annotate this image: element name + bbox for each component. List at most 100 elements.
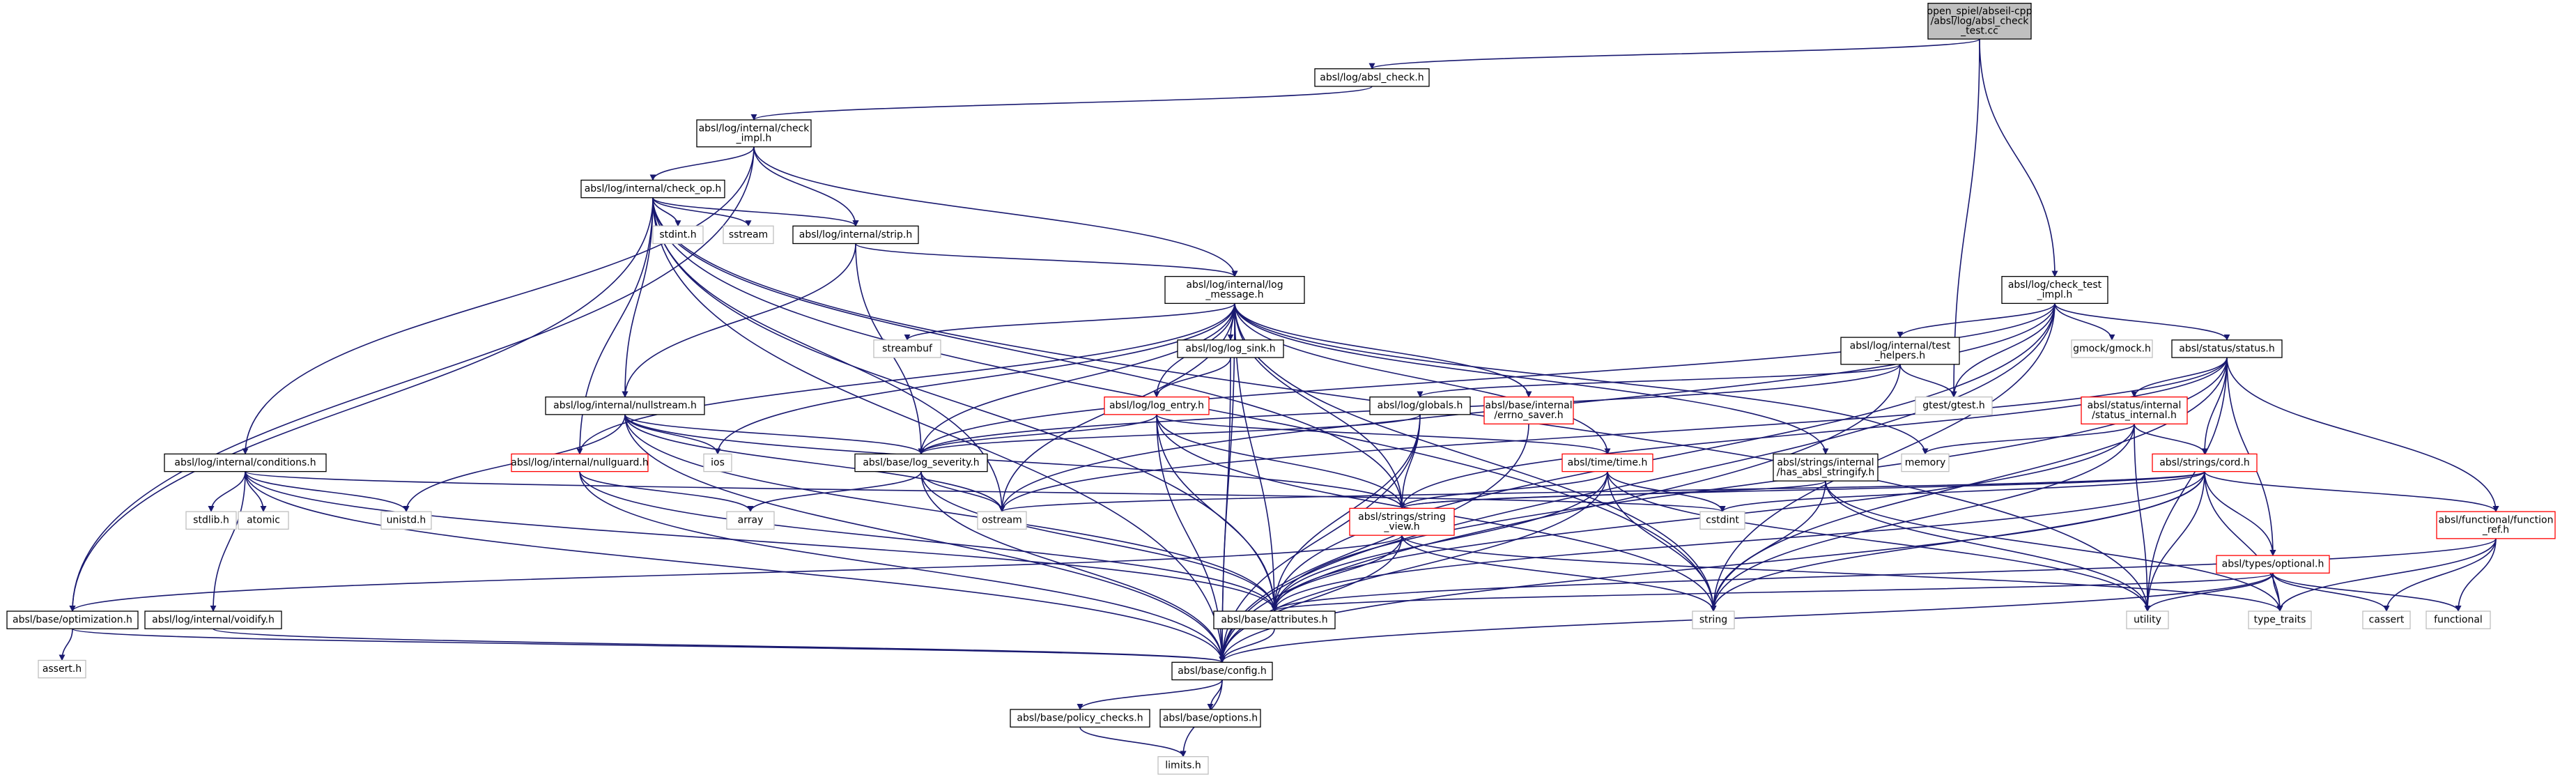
node-box-nullstream: [545, 396, 705, 415]
node-nullstream[interactable]: absl/log/internal/nullstream.h: [545, 396, 705, 415]
node-box-errno_saver: [1483, 396, 1574, 424]
edge-string_view-to-type_traits: [1401, 535, 2283, 612]
edge-has_stringify-to-utility: [1825, 481, 2151, 612]
node-label-strip-0: absl/log/internal/strip.h: [799, 229, 913, 240]
edges: [59, 38, 2499, 758]
edge-strip-to-log_message: [855, 243, 1238, 277]
node-box-ostream: [977, 511, 1027, 530]
node-cord[interactable]: absl/strings/cord.h: [2152, 453, 2258, 472]
node-label-function_ref-0: absl/functional/function: [2439, 514, 2554, 525]
edge-status_internal-to-memory: [1922, 423, 2135, 455]
edge-optional-to-cassert: [2272, 573, 2390, 612]
node-conditions[interactable]: absl/log/internal/conditions.h: [164, 453, 327, 472]
node-label-check_impl-0: absl/log/internal/check: [699, 123, 810, 134]
edge-nullstream-to-log_severity: [624, 414, 925, 455]
edge-log_message-to-memory: [1234, 303, 1929, 455]
edge-nullguard-to-array: [579, 471, 754, 513]
node-label-log_severity-0: absl/base/log_severity.h: [863, 457, 979, 468]
edge-globals-to-log_severity: [918, 414, 1421, 455]
node-log_sink[interactable]: absl/log/log_sink.h: [1177, 339, 1284, 358]
node-label-root-0: open_spiel/abseil-cpp: [1927, 6, 2033, 17]
node-label-string_view-0: absl/strings/string: [1358, 512, 1446, 523]
node-status[interactable]: absl/status/status.h: [2171, 339, 2283, 358]
edge-time-to-attributes: [1271, 471, 1608, 612]
node-label-atomic-0: atomic: [247, 515, 280, 526]
edge-check_test_impl-to-attributes: [1271, 303, 2056, 612]
node-errno_saver[interactable]: absl/base/internal/errno_saver.h: [1483, 396, 1574, 424]
node-options[interactable]: absl/base/options.h: [1159, 709, 1261, 728]
node-status_internal[interactable]: absl/status/internal/status_internal.h: [2081, 396, 2188, 424]
node-label-check_test_impl-0: absl/log/check_test: [2008, 279, 2102, 291]
node-box-sstream: [723, 225, 774, 245]
node-strip[interactable]: absl/log/internal/strip.h: [792, 225, 919, 245]
edge-root-to-absl_check: [1368, 38, 1980, 70]
node-globals[interactable]: absl/log/globals.h: [1369, 396, 1471, 415]
node-label-string_view-1: _view.h: [1383, 521, 1419, 532]
node-log_entry[interactable]: absl/log/log_entry.h: [1104, 396, 1210, 415]
node-label-globals-0: absl/log/globals.h: [1378, 400, 1463, 411]
node-optimization[interactable]: absl/base/optimization.h: [6, 610, 139, 629]
edge-status-to-attributes: [1271, 358, 2228, 612]
node-check_op[interactable]: absl/log/internal/check_op.h: [580, 179, 725, 199]
node-ostream: ostream: [977, 511, 1027, 530]
node-attributes[interactable]: absl/base/attributes.h: [1213, 610, 1336, 629]
edge-status-to-utility: [2144, 358, 2228, 612]
node-box-log_severity: [854, 453, 988, 472]
edge-function_ref-to-type_traits: [2276, 538, 2497, 612]
edge-nullstream-to-string_view: [624, 414, 1405, 509]
edge-log_entry-to-time: [1156, 414, 1611, 455]
edge-globals-to-attributes: [1271, 414, 1421, 612]
node-absl_check[interactable]: absl/log/absl_check.h: [1314, 68, 1430, 87]
node-time[interactable]: absl/time/time.h: [1561, 453, 1653, 472]
edge-log_message-to-has_stringify: [1234, 303, 1829, 455]
edge-conditions-to-unistd: [245, 471, 410, 513]
node-label-functional-0: functional: [2434, 615, 2483, 626]
node-box-utility: [2126, 610, 2169, 629]
edge-cord-to-cstdint: [1719, 470, 2205, 513]
edge-cord-to-type_traits: [2204, 471, 2283, 612]
node-has_stringify[interactable]: absl/strings/internal/has_absl_stringify…: [1773, 453, 1879, 482]
node-sstream: sstream: [723, 225, 774, 245]
node-nullguard[interactable]: absl/log/internal/nullguard.h: [511, 453, 649, 472]
node-check_test_impl[interactable]: absl/log/check_test_impl.h: [2001, 276, 2108, 305]
node-test_helpers[interactable]: absl/log/internal/test_helpers.h: [1840, 337, 1960, 365]
node-label-voidify-0: absl/log/internal/voidify.h: [152, 615, 275, 626]
node-label-has_stringify-1: /has_absl_stringify.h: [1777, 467, 1875, 478]
edge-absl_check-to-check_impl: [750, 86, 1373, 121]
edge-status-to-string_view: [1398, 358, 2228, 509]
node-label-policy_checks-0: absl/base/policy_checks.h: [1017, 713, 1143, 724]
node-config[interactable]: absl/base/config.h: [1171, 661, 1273, 681]
node-box-type_traits: [2248, 610, 2312, 629]
node-box-test_helpers: [1840, 337, 1960, 365]
edge-optional-to-attributes: [1271, 572, 2274, 612]
edge-check_op-to-sstream: [652, 197, 752, 227]
node-label-ostream-0: ostream: [982, 515, 1022, 526]
node-label-optional-0: absl/types/optional.h: [2222, 559, 2324, 570]
node-box-array: [726, 511, 775, 530]
node-log_message[interactable]: absl/log/internal/log_message.h: [1164, 276, 1305, 305]
edge-check_op-to-strip: [652, 197, 859, 227]
node-log_severity[interactable]: absl/base/log_severity.h: [854, 453, 988, 472]
edge-status_internal-to-utility: [2134, 424, 2151, 612]
node-label-errno_saver-1: /errno_saver.h: [1494, 410, 1563, 421]
node-function_ref[interactable]: absl/functional/function_ref.h: [2436, 511, 2556, 539]
node-voidify[interactable]: absl/log/internal/voidify.h: [144, 610, 282, 629]
node-box-absl_check: [1314, 68, 1430, 87]
edge-time-to-string_view: [1398, 471, 1608, 509]
node-label-sstream-0: sstream: [729, 229, 768, 240]
edge-has_stringify-to-type_traits: [1825, 481, 2283, 612]
node-label-array-0: array: [738, 515, 764, 526]
node-label-check_op-0: absl/log/internal/check_op.h: [585, 183, 722, 194]
node-label-assert-0: assert.h: [43, 663, 82, 675]
edge-cord-to-string: [1710, 471, 2205, 612]
edge-log_entry-to-string_view: [1156, 414, 1405, 509]
node-limits: limits.h: [1157, 756, 1209, 775]
node-string_view[interactable]: absl/strings/string_view.h: [1349, 507, 1455, 536]
node-root[interactable]: open_spiel/abseil-cpp/absl/log/absl_chec…: [1927, 3, 2033, 40]
edge-check_test_impl-to-test_helpers: [1897, 303, 2056, 338]
node-assert: assert.h: [38, 659, 86, 679]
node-policy_checks[interactable]: absl/base/policy_checks.h: [1010, 709, 1150, 728]
node-optional[interactable]: absl/types/optional.h: [2216, 555, 2330, 574]
node-check_impl[interactable]: absl/log/internal/check_impl.h: [696, 119, 812, 148]
edge-conditions-to-voidify: [210, 471, 246, 612]
